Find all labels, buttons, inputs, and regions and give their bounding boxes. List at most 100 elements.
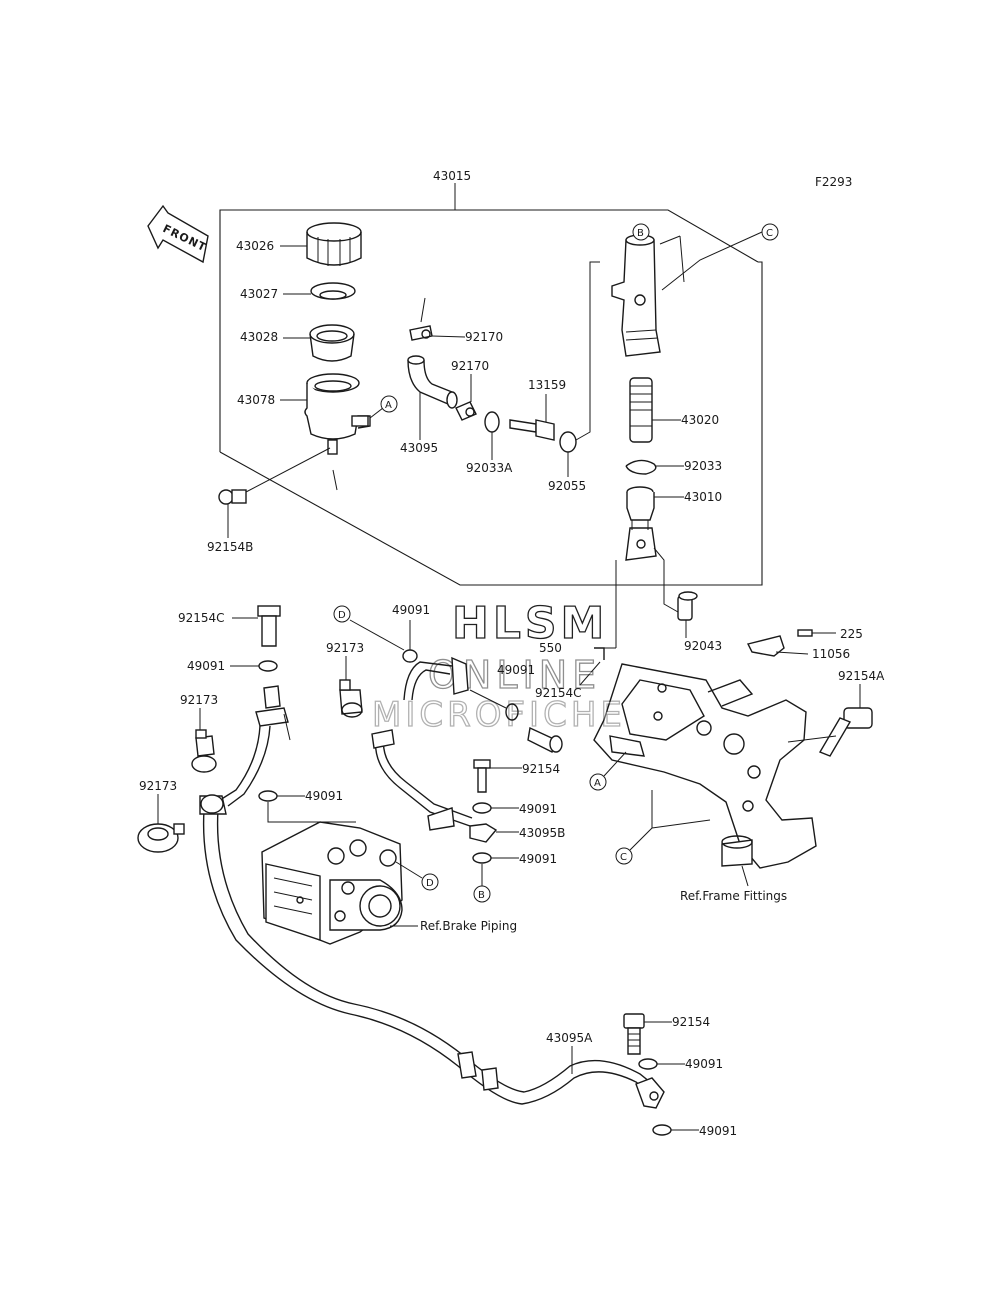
part-49091-left1[interactable]: 49091 [187, 659, 225, 673]
callout-c-bracket [615, 847, 633, 865]
part-92154-mid[interactable]: 92154 [522, 762, 560, 776]
part-92154B[interactable]: 92154B [207, 540, 253, 554]
hose-clamp-icon-left2 [137, 823, 185, 853]
master-cylinder-body-icon [611, 234, 661, 357]
banjo-bolt-icon-left [257, 605, 281, 647]
part-43027[interactable]: 43027 [240, 287, 278, 301]
sealing-washer-icon-left2 [258, 790, 278, 802]
callout-b-cylinder-label: B [637, 228, 644, 239]
part-92154C-mid[interactable]: 92154C [535, 686, 582, 700]
banjo-bolt-icon-92154 [473, 759, 491, 793]
callout-a-reservoir-label: A [385, 400, 392, 411]
part-92173-left2[interactable]: 92173 [139, 779, 177, 793]
part-43078[interactable]: 43078 [237, 393, 275, 407]
callout-a-reservoir [380, 395, 398, 413]
part-92170-b[interactable]: 92170 [451, 359, 489, 373]
piston-spring-icon [629, 377, 653, 443]
part-49091-top[interactable]: 49091 [392, 603, 430, 617]
callout-c-cylinder [761, 223, 779, 241]
callout-a-bracket-label: A [594, 778, 601, 789]
part-49091-low1[interactable]: 49091 [685, 1057, 723, 1071]
part-92055[interactable]: 92055 [548, 479, 586, 493]
part-13159[interactable]: 13159 [528, 378, 566, 392]
front-arrow-icon: FRONT [147, 204, 209, 264]
callout-d-abs [421, 873, 439, 891]
hose-43095B-icon [371, 656, 473, 831]
banjo-bolt-icon-low [623, 1013, 645, 1055]
part-43095B[interactable]: 43095B [519, 826, 565, 840]
part-92173-left1[interactable]: 92173 [180, 693, 218, 707]
pivot-bolt-icon [787, 707, 873, 757]
callout-b-hose [473, 885, 491, 903]
part-43010[interactable]: 43010 [684, 490, 722, 504]
reservoir-cap-icon [306, 222, 362, 266]
callout-a-bracket [589, 773, 607, 791]
sealing-washer-icon-m1 [472, 802, 492, 814]
abs-unit-icon [261, 821, 403, 945]
callout-d-hose [333, 605, 351, 623]
brake-hose-left-icon [219, 685, 291, 807]
diaphragm-plate-icon [310, 282, 356, 300]
part-49091-m1[interactable]: 49091 [519, 802, 557, 816]
part-92033A[interactable]: 92033A [466, 461, 513, 475]
callout-d-hose-label: D [338, 610, 346, 621]
o-ring-icon [559, 431, 577, 453]
bracket-plate-icon [746, 635, 809, 657]
ref-frame-fittings[interactable]: Ref.Frame Fittings [680, 889, 787, 903]
part-92154A[interactable]: 92154A [838, 669, 885, 683]
part-43095A[interactable]: 43095A [546, 1031, 593, 1045]
pedal-bracket-icon [593, 663, 817, 869]
part-43020[interactable]: 43020 [681, 413, 719, 427]
cotter-pin-icon [594, 560, 617, 660]
snap-ring-icon-small [484, 411, 500, 433]
hose-clamp-icon-left1 [191, 729, 217, 773]
banjo-bolt-icon-mid [527, 726, 563, 753]
part-92033[interactable]: 92033 [684, 459, 722, 473]
svg-text:HLSM: HLSM [452, 598, 608, 649]
part-92043[interactable]: 92043 [684, 639, 722, 653]
sealing-washer-icon-top [402, 649, 418, 663]
hose-fitting-icon [509, 419, 555, 441]
banjo-fitting-icon [469, 823, 498, 843]
brake-hose-long-icon [199, 794, 665, 1109]
part-43095[interactable]: 43095 [400, 441, 438, 455]
ref-brake-piping[interactable]: Ref.Brake Piping [420, 919, 517, 933]
reservoir-hose-icon [407, 355, 458, 409]
part-49091-low2[interactable]: 49091 [699, 1124, 737, 1138]
callout-b-hose-label: B [478, 890, 485, 901]
hose-clamp-icon-c [339, 679, 363, 718]
push-rod-icon [625, 486, 657, 561]
part-92154C-left[interactable]: 92154C [178, 611, 225, 625]
part-92154-low[interactable]: 92154 [672, 1015, 710, 1029]
part-43026[interactable]: 43026 [236, 239, 274, 253]
assembly-outline [219, 183, 763, 586]
part-43015[interactable]: 43015 [433, 169, 471, 183]
part-92170-a[interactable]: 92170 [465, 330, 503, 344]
part-49091-mid[interactable]: 49091 [497, 663, 535, 677]
callout-c-bracket-label: C [620, 852, 627, 863]
reservoir-bolt-icon [218, 447, 331, 505]
sealing-washer-icon-low2 [652, 1124, 672, 1136]
callout-c-cylinder-label: C [766, 228, 773, 239]
part-550[interactable]: 550 [539, 641, 562, 655]
snap-ring-icon [625, 459, 657, 475]
part-11056[interactable]: 11056 [812, 647, 850, 661]
callout-b-cylinder [632, 223, 650, 241]
part-43028[interactable]: 43028 [240, 330, 278, 344]
bracket-screw-icon [797, 629, 836, 637]
diaphragm-icon [309, 324, 355, 362]
sealing-washer-icon-left1 [258, 660, 278, 672]
hose-clamp-icon-a [409, 297, 433, 341]
svg-text:MICROFICHE: MICROFICHE [372, 695, 626, 735]
reservoir-tank-icon [304, 373, 371, 455]
sealing-washer-icon-mid [505, 703, 519, 721]
diagram-code: F2293 [815, 175, 852, 189]
part-92173-mid[interactable]: 92173 [326, 641, 364, 655]
sealing-washer-icon-low1 [638, 1058, 658, 1070]
hose-clamp-icon-b [455, 401, 477, 421]
callout-d-abs-label: D [426, 878, 434, 889]
sealing-washer-icon-m2 [472, 852, 492, 864]
part-49091-m2[interactable]: 49091 [519, 852, 557, 866]
part-225[interactable]: 225 [840, 627, 863, 641]
part-49091-left2[interactable]: 49091 [305, 789, 343, 803]
